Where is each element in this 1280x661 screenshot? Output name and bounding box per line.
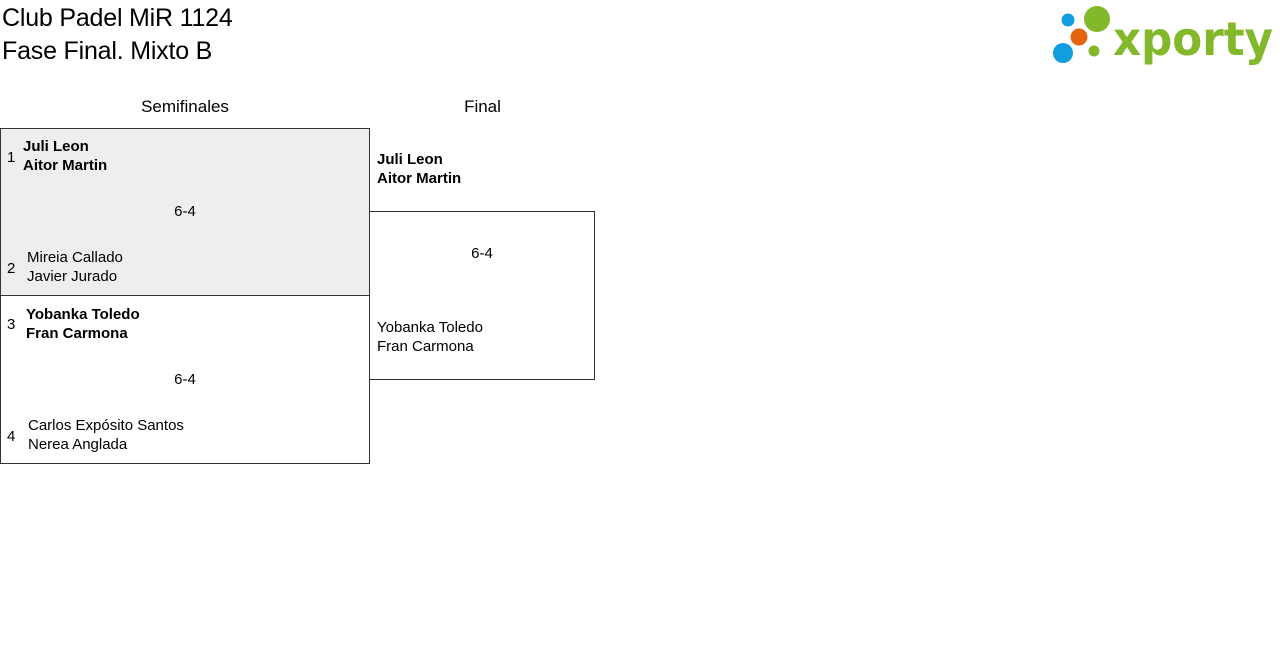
match-score: 6-4	[174, 371, 196, 388]
match-score: 6-4	[174, 203, 196, 220]
seed-number: 3	[7, 316, 16, 333]
player-name: Juli Leon	[377, 151, 443, 168]
team-semifinal-2-top: Yobanka Toledo Fran Carmona	[26, 305, 140, 343]
team-final-top: Juli Leon Aitor Martin	[377, 150, 461, 188]
club-name: Club Padel MiR 1124	[2, 4, 233, 32]
round-title-final: Final	[464, 97, 501, 116]
player-name: Aitor Martin	[23, 157, 108, 174]
match-score: 6-4	[471, 245, 493, 262]
logo-blue-dot-large	[1053, 43, 1073, 63]
team-semifinal-1-top: Juli Leon Aitor Martin	[23, 137, 107, 175]
player-name: Mireia Callado	[27, 249, 123, 266]
seed-number: 2	[7, 260, 16, 277]
player-name: Juli Leon	[23, 138, 89, 155]
round-title-semifinales: Semifinales	[141, 97, 229, 116]
logo-orange-dot	[1070, 28, 1088, 46]
logo-wordmark: xporty	[1113, 12, 1273, 66]
seed-number: 4	[7, 428, 16, 445]
logo-blue-dot-small	[1061, 13, 1075, 27]
team-semifinal-1-bottom: Mireia Callado Javier Jurado	[27, 248, 123, 286]
player-name: Carlos Expósito Santos	[28, 417, 184, 434]
team-final-bottom: Yobanka Toledo Fran Carmona	[377, 318, 483, 356]
phase-name: Fase Final. Mixto B	[2, 37, 213, 65]
page-title: Club Padel MiR 1124 Fase Final. Mixto B	[2, 2, 233, 68]
xporty-logo: xporty	[1053, 6, 1273, 66]
player-name: Fran Carmona	[377, 338, 474, 355]
match-semifinal-1[interactable]	[0, 128, 370, 296]
player-name: Aitor Martin	[377, 170, 462, 187]
logo-green-dot-large	[1084, 6, 1110, 32]
player-name: Yobanka Toledo	[26, 306, 140, 323]
match-final[interactable]	[369, 211, 595, 380]
logo-green-dot-small	[1088, 45, 1100, 57]
player-name: Javier Jurado	[27, 268, 118, 285]
player-name: Fran Carmona	[26, 325, 128, 342]
team-semifinal-2-bottom: Carlos Expósito Santos Nerea Anglada	[28, 416, 184, 454]
player-name: Nerea Anglada	[28, 436, 128, 453]
player-name: Yobanka Toledo	[377, 319, 483, 336]
match-semifinal-2[interactable]	[0, 295, 370, 464]
seed-number: 1	[7, 149, 16, 166]
